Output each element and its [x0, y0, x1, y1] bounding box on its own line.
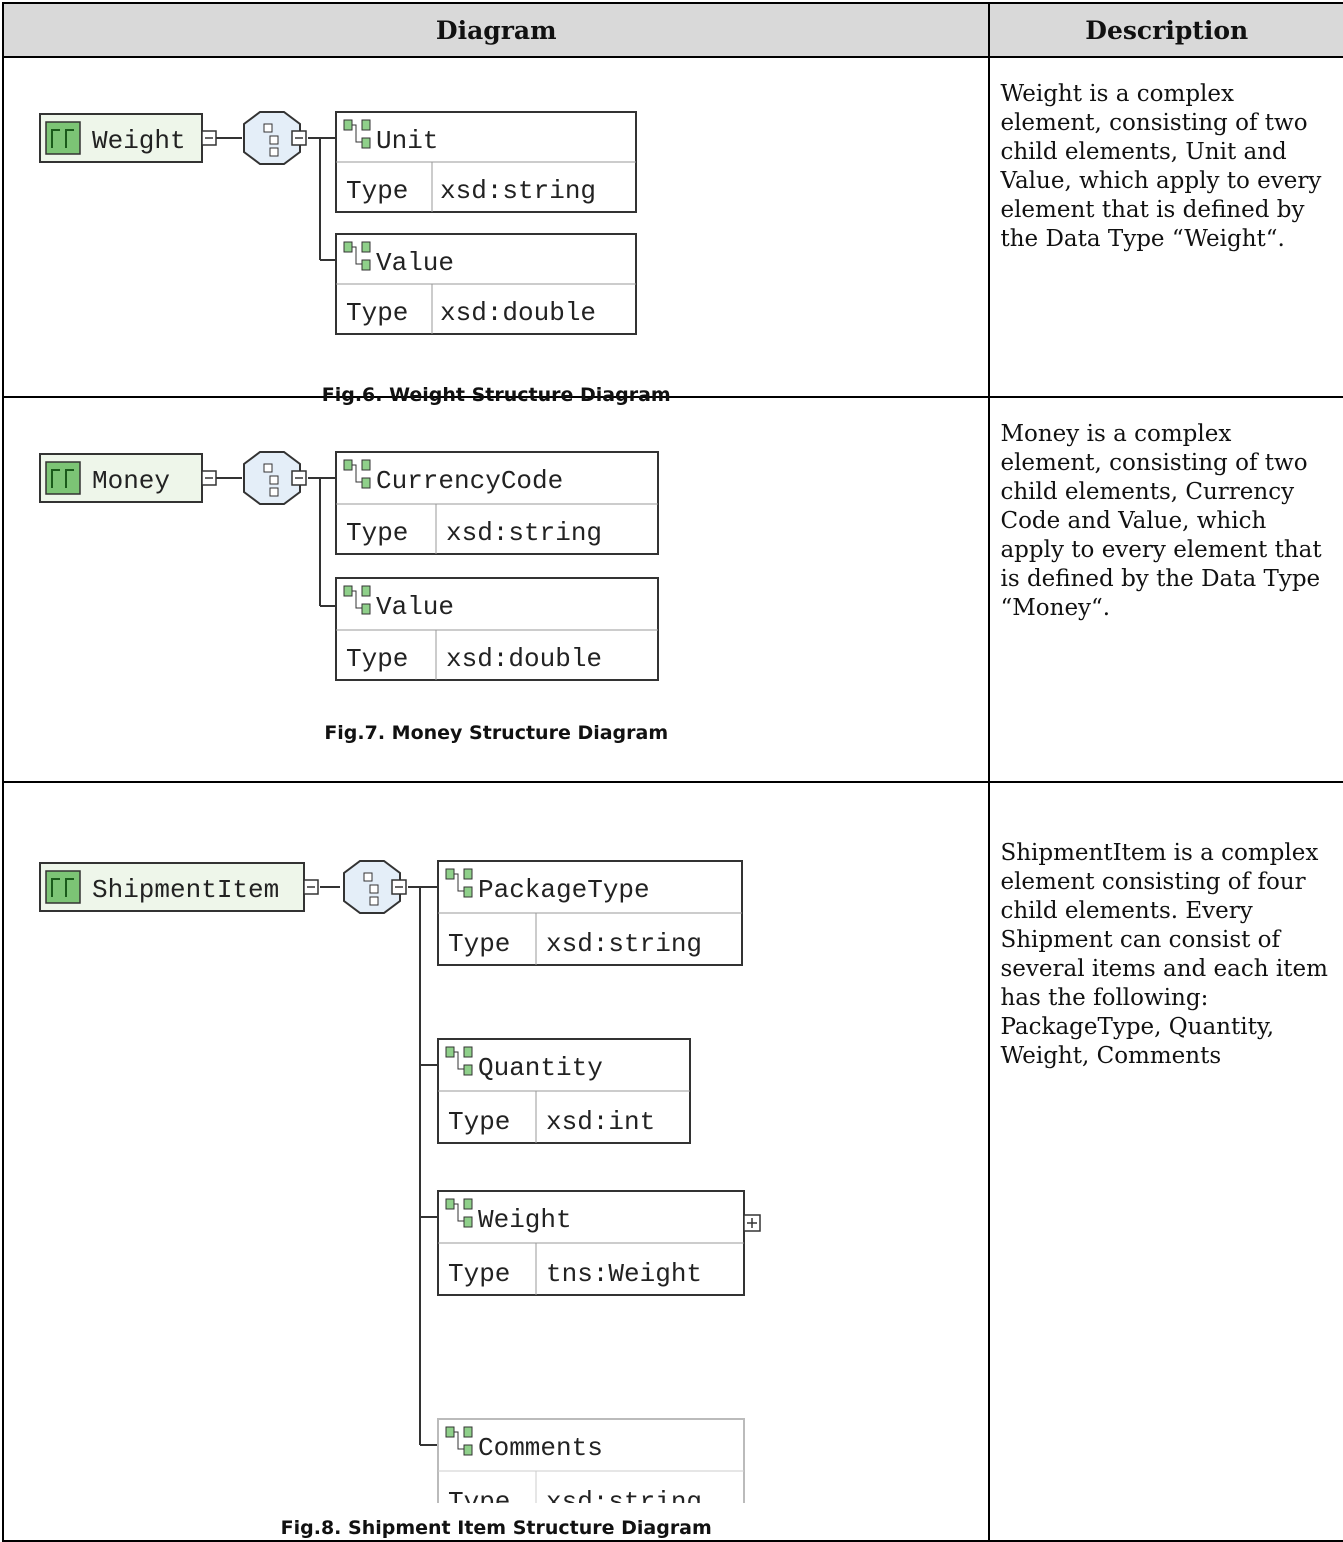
element-icon [445, 1426, 473, 1456]
child-element-box: Unit Type xsd:string [335, 111, 637, 213]
type-label: Type [448, 1107, 510, 1137]
type-label: Type [346, 176, 408, 206]
shipment-item-diagram: ShipmentItem [39, 860, 761, 1503]
element-icon [343, 585, 371, 615]
description-text: Money is a complex element, consisting o… [1000, 421, 1322, 621]
root-name: ShipmentItem [92, 875, 279, 905]
description-cell-money: Money is a complex element, consisting o… [988, 396, 1343, 783]
sequence-icon [343, 860, 401, 914]
child-name: CurrencyCode [376, 466, 563, 496]
type-label: Type [448, 1259, 510, 1289]
child-element-box: PackageType Type xsd:string [437, 860, 743, 966]
element-icon [445, 868, 473, 898]
child-element-box: Weight Type tns:Weight [437, 1190, 745, 1296]
type-value: xsd:double [440, 298, 596, 328]
description-cell-shipment-item: ShipmentItem is a complex element consis… [988, 781, 1343, 1542]
child-name: PackageType [478, 875, 650, 905]
type-label: Type [346, 644, 408, 674]
sequence-icon [243, 451, 301, 505]
type-label: Type [448, 1487, 510, 1503]
header-diagram: Diagram [1, 2, 991, 58]
diagram-cell-shipment-item: ShipmentItem [1, 781, 991, 1542]
description-text: ShipmentItem is a complex element consis… [1000, 840, 1328, 1069]
type-value: xsd:string [440, 176, 596, 206]
element-icon [343, 119, 371, 149]
element-icon [445, 1198, 473, 1228]
figure-caption: Fig.6. Weight Structure Diagram [321, 384, 671, 406]
complex-type-box: Money [39, 453, 203, 503]
money-diagram: Money [39, 451, 659, 681]
element-icon [445, 1046, 473, 1076]
child-element-box: Quantity Type xsd:int [437, 1038, 691, 1144]
complex-type-box: ShipmentItem [39, 862, 305, 912]
type-label: Type [346, 298, 408, 328]
type-value: tns:Weight [546, 1259, 702, 1289]
child-name: Comments [478, 1433, 603, 1463]
type-value: xsd:string [546, 929, 702, 959]
expand-icon[interactable] [743, 1214, 761, 1232]
figure-caption: Fig.8. Shipment Item Structure Diagram [280, 1517, 712, 1539]
sequence-icon [243, 111, 301, 165]
root-name: Money [92, 466, 170, 496]
child-name: Value [376, 592, 454, 622]
child-name: Value [376, 248, 454, 278]
child-element-box: Comments Type xsd:string [437, 1418, 745, 1503]
child-name: Quantity [478, 1053, 603, 1083]
type-label: Type [448, 929, 510, 959]
weight-diagram: Weight [39, 111, 637, 335]
child-name: Weight [478, 1205, 572, 1235]
type-label: Type [346, 518, 408, 548]
type-value: xsd:int [546, 1107, 655, 1137]
element-icon [343, 459, 371, 489]
child-element-box: Value Type xsd:double [335, 233, 637, 335]
diagram-cell-weight: Weight [1, 56, 991, 406]
diagram-cell-money: Money [1, 396, 991, 783]
child-element-box: CurrencyCode Type xsd:string [335, 451, 659, 555]
child-element-box: Value Type xsd:double [335, 577, 659, 681]
description-cell-weight: Weight is a complex element, consisting … [988, 56, 1343, 398]
complex-type-box: Weight [39, 113, 203, 163]
type-value: xsd:string [446, 518, 602, 548]
element-icon [343, 241, 371, 271]
type-value: xsd:double [446, 644, 602, 674]
child-name: Unit [376, 126, 438, 156]
header-description: Description [988, 2, 1343, 58]
figure-caption: Fig.7. Money Structure Diagram [324, 722, 669, 744]
description-text: Weight is a complex element, consisting … [1000, 81, 1322, 252]
root-name: Weight [92, 126, 186, 156]
type-value: xsd:string [546, 1487, 702, 1503]
